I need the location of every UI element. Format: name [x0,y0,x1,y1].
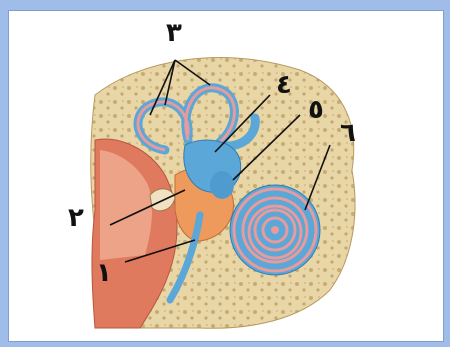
label-3: ٣ [166,20,182,46]
label-2: ٢ [68,205,84,231]
label-1: ١ [96,260,112,286]
cochlea [230,185,320,275]
label-6: ٦ [340,120,356,146]
label-4: ٤ [276,72,292,98]
utricle [210,171,234,199]
label-5: ٥ [308,97,324,123]
